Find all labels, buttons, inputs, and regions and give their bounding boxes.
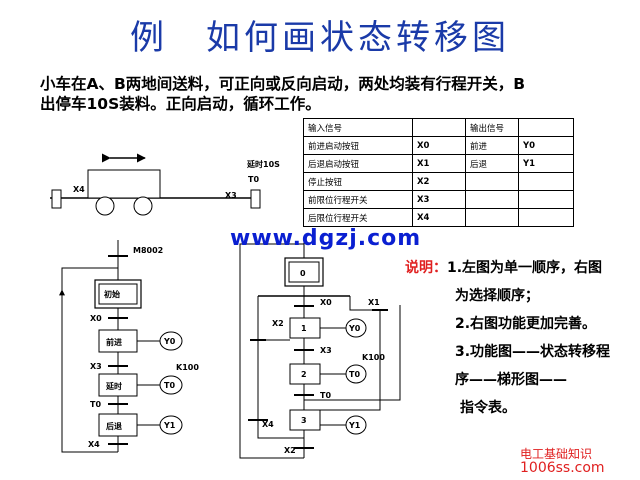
table-cell: 后限位行程开关 <box>303 208 413 227</box>
left-m8002-label: M8002 <box>133 246 163 255</box>
right-cond-x3: X3 <box>320 346 332 355</box>
description-line-2: 出停车10S装料。正向启动，循环工作。 <box>40 95 321 113</box>
right-step-2: 2 <box>301 370 307 379</box>
right-step-3: 3 <box>301 416 307 425</box>
source-label: 电工基础知识 <box>520 447 593 461</box>
left-cond-x4: X4 <box>88 440 100 449</box>
note-lead: 说明： <box>405 260 447 276</box>
right-step-0: 0 <box>300 269 306 278</box>
step-box-3 <box>289 409 321 431</box>
table-row: 前进启动按钮 X0 前进 Y0 <box>303 136 574 155</box>
step-box-0 <box>284 257 324 287</box>
cart-label-x4: X4 <box>73 185 85 194</box>
description-line-1: 小车在A、B两地间送料，可正向或反向启动，两处均装有行程开关，B <box>40 75 526 93</box>
output-oval-y0 <box>345 318 367 338</box>
limit-switch-left <box>51 189 62 209</box>
right-output-y0: Y0 <box>348 324 361 333</box>
note-line-4: 3.功能图——状态转移程 <box>455 344 611 360</box>
problem-description: 小车在A、B两地间送料，可正向或反向启动，两处均装有行程开关，B 出停车10S装… <box>40 74 600 114</box>
left-step-forward: 前进 <box>106 337 122 347</box>
left-step-delay: 延时 <box>105 381 122 391</box>
right-loop-line <box>239 243 304 459</box>
left-k100-label: K100 <box>176 363 199 372</box>
cart-wheel-left <box>95 196 115 216</box>
page-title: 例 如何画状态转移图 <box>130 18 510 58</box>
left-step-back: 后退 <box>106 421 122 431</box>
notes-block: 说明：1.左图为单一顺序，右图 为选择顺序； 2.右图功能更加完善。 3.功能图… <box>405 254 635 422</box>
output-oval-t0 <box>159 375 183 395</box>
table-row: 后限位行程开关 X4 <box>303 208 574 227</box>
right-cond-x2: X2 <box>272 319 284 328</box>
left-output-y0: Y0 <box>163 337 176 346</box>
note-line-3: 2.右图功能更加完善。 <box>455 316 597 332</box>
watermark-text: www.dgzj.com <box>230 226 422 251</box>
right-k100-label: K100 <box>362 353 385 362</box>
table-cell: Y0 <box>518 136 574 155</box>
note-line-6: 指令表。 <box>460 400 516 416</box>
table-row: 前限位行程开关 X3 <box>303 190 574 209</box>
right-branch-x2 <box>257 296 304 439</box>
table-row: 后退启动按钮 X1 后退 Y1 <box>303 154 574 173</box>
note-line-5: 序——梯形图—— <box>455 372 567 388</box>
right-k-line <box>304 305 401 401</box>
right-step-1: 1 <box>301 324 307 333</box>
cart-wheel-right <box>133 196 153 216</box>
output-oval-y0 <box>159 331 183 351</box>
io-table: 输入信号 输出信号 前进启动按钮 X0 前进 Y0 后退启动按钮 X1 后退 Y… <box>303 118 574 227</box>
left-cond-t0: T0 <box>90 400 101 409</box>
cart-label-x3: X3 <box>225 191 237 200</box>
cart-t0-label: T0 <box>248 175 259 184</box>
right-output-t0: T0 <box>349 370 360 379</box>
right-cond-t0: T0 <box>320 391 331 400</box>
output-oval-y1 <box>345 415 367 435</box>
limit-switch-right <box>250 189 261 209</box>
cart-illustration <box>50 153 261 216</box>
left-output-y1: Y1 <box>163 421 176 430</box>
right-cond-x4: X4 <box>262 420 274 429</box>
right-cond-x1: X1 <box>368 298 380 307</box>
note-line-2: 为选择顺序； <box>455 288 539 304</box>
note-line-1: 说明：1.左图为单一顺序，右图 <box>405 254 635 282</box>
left-cond-x0: X0 <box>90 314 102 323</box>
right-cond-x0: X0 <box>320 298 332 307</box>
left-sfc-chart <box>59 240 183 453</box>
step-box-initial-inner <box>98 283 138 305</box>
left-output-t0: T0 <box>164 381 175 390</box>
output-oval-y1 <box>159 415 183 435</box>
step-box-0-inner <box>288 261 320 283</box>
source-url: 1006ss.com <box>520 460 605 476</box>
cart-body <box>87 169 161 199</box>
cart-delay-label: 延时10S <box>246 159 280 169</box>
left-loop-line <box>61 267 118 453</box>
table-row: 停止按钮 X2 <box>303 172 574 191</box>
step-box-initial <box>94 279 142 309</box>
table-cell <box>518 208 574 227</box>
left-step-initial: 初始 <box>104 289 120 299</box>
right-sfc-chart <box>239 236 401 459</box>
note-text: 1.左图为单一顺序，右图 <box>447 260 603 276</box>
right-output-y1: Y1 <box>348 421 361 430</box>
output-oval-t0 <box>345 364 367 384</box>
right-cond-x2-bottom: X2 <box>284 446 296 455</box>
left-cond-x3: X3 <box>90 362 102 371</box>
